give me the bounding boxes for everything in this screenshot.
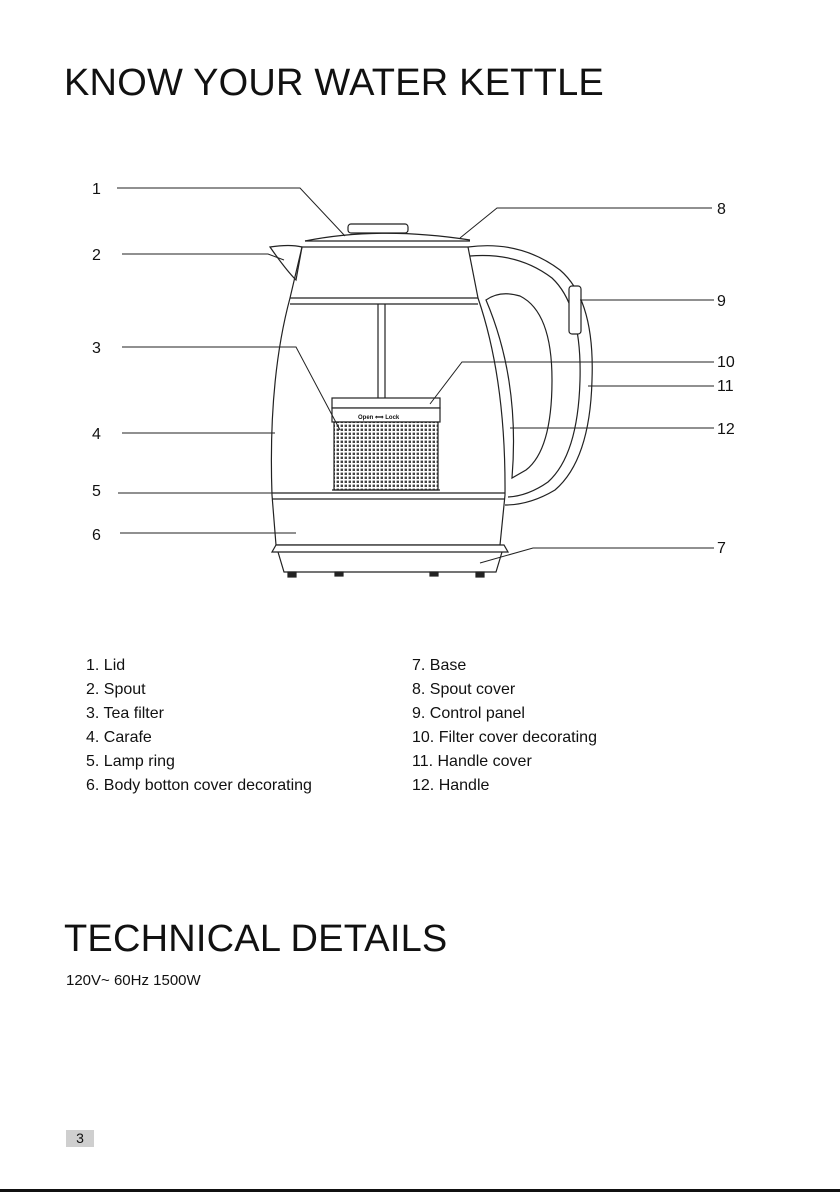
- callout-8: 8: [717, 201, 726, 218]
- handle-inner-shape: [486, 294, 552, 478]
- part-item: 8. Spout cover: [412, 678, 597, 702]
- base-shape: [272, 545, 508, 552]
- tea-filter-mesh-shape: [334, 422, 438, 490]
- part-item: 3. Tea filter: [86, 702, 312, 726]
- callout-1: 1: [92, 181, 101, 198]
- leader-line-3: [122, 347, 340, 430]
- callout-2: 2: [92, 247, 101, 264]
- leader-line-10: [430, 362, 714, 404]
- part-item: 9. Control panel: [412, 702, 597, 726]
- filter-rod-shape: [378, 304, 385, 398]
- leader-line-8: [460, 208, 712, 238]
- callout-11: 11: [717, 378, 734, 395]
- lid-knob-shape: [348, 224, 408, 233]
- callout-10: 10: [717, 354, 735, 371]
- filter-lock-label: Open ⟺ Lock: [358, 415, 400, 421]
- callout-4: 4: [92, 426, 101, 443]
- callout-5: 5: [92, 483, 101, 500]
- spout-shape: [270, 246, 302, 281]
- part-item: 2. Spout: [86, 678, 312, 702]
- part-item: 10. Filter cover decorating: [412, 726, 597, 750]
- lid-shape: [305, 233, 470, 241]
- callout-3: 3: [92, 340, 101, 357]
- callout-9: 9: [717, 293, 726, 310]
- part-item: 4. Carafe: [86, 726, 312, 750]
- part-item: 1. Lid: [86, 654, 312, 678]
- part-item: 7. Base: [412, 654, 597, 678]
- page-number-badge: 3: [66, 1130, 94, 1147]
- part-item: 12. Handle: [412, 774, 597, 798]
- leader-line-2: [122, 254, 284, 260]
- callout-7: 7: [717, 540, 726, 557]
- callout-12: 12: [717, 421, 735, 438]
- section-title-technical-details: TECHNICAL DETAILS: [64, 918, 447, 961]
- part-item: 11. Handle cover: [412, 750, 597, 774]
- leader-line-7: [480, 548, 714, 563]
- kettle-illustration: [270, 224, 592, 577]
- part-item: 6. Body botton cover decorating: [86, 774, 312, 798]
- leader-line-1: [117, 188, 345, 236]
- technical-spec: 120V~ 60Hz 1500W: [66, 972, 201, 989]
- section-title-know-your-kettle: KNOW YOUR WATER KETTLE: [64, 62, 604, 105]
- kettle-diagram: Open ⟺ Lock 1 2 3 4 5 6 7 8 9 10 11 12: [0, 160, 840, 600]
- part-item: 5. Lamp ring: [86, 750, 312, 774]
- leader-lines: [117, 188, 714, 563]
- control-panel-shape: [569, 286, 581, 334]
- parts-list-left: 1. Lid 2. Spout 3. Tea filter 4. Carafe …: [86, 654, 312, 798]
- callout-6: 6: [92, 527, 101, 544]
- tea-filter-cap-shape: [332, 398, 440, 408]
- parts-list-right: 7. Base 8. Spout cover 9. Control panel …: [412, 654, 597, 798]
